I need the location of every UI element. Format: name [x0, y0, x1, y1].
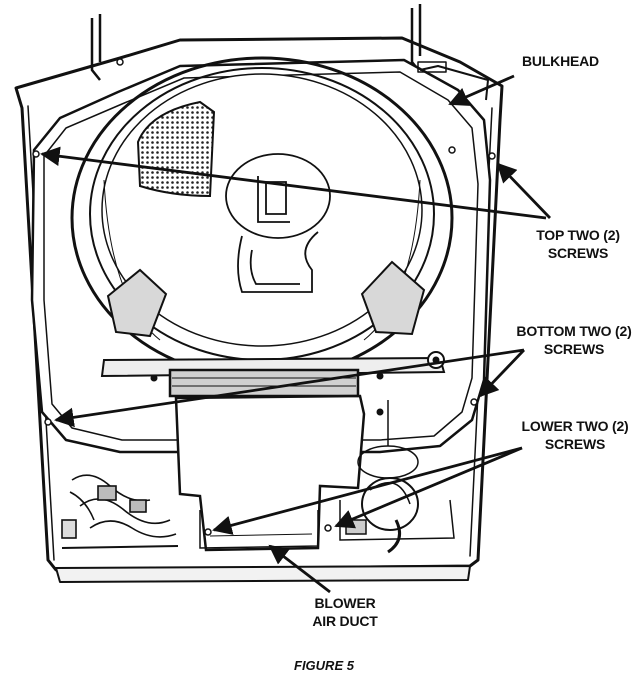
label-blower-line2: AIR DUCT [312, 613, 378, 629]
label-bulkhead-text: BULKHEAD [522, 53, 599, 69]
callout-lower-right [334, 446, 523, 529]
label-top-screws-line1: TOP TWO (2) [536, 227, 620, 243]
drum-baffles [106, 260, 426, 338]
label-blower-air-duct: BLOWER AIR DUCT [300, 594, 390, 630]
callout-bottom-right [478, 349, 526, 398]
callout-bottom-left [54, 348, 525, 428]
label-blower-line1: BLOWER [314, 595, 376, 611]
screw-lower-left [204, 528, 212, 536]
screw-lower-right [324, 524, 332, 532]
screw-bottom-right [470, 398, 478, 406]
label-bottom-screws: BOTTOM TWO (2) SCREWS [508, 322, 640, 358]
screw-bottom-left [44, 418, 52, 426]
callout-top-left [40, 146, 547, 220]
motor-assembly-right [339, 351, 455, 554]
label-lower-screws-line2: SCREWS [544, 436, 606, 452]
label-bulkhead: BULKHEAD [522, 52, 599, 70]
screw-top-right [488, 152, 496, 160]
callout-lines [40, 74, 552, 594]
label-lower-screws: LOWER TWO (2) SCREWS [516, 417, 634, 453]
callout-bulkhead [448, 74, 515, 106]
screw-top-left [32, 150, 40, 158]
label-top-screws: TOP TWO (2) SCREWS [526, 226, 630, 262]
figure-caption: FIGURE 5 [294, 658, 354, 673]
label-lower-screws-line1: LOWER TWO (2) [521, 418, 629, 434]
support-rods [90, 4, 422, 81]
label-bottom-screws-line1: BOTTOM TWO (2) [516, 323, 632, 339]
callout-lower-left [212, 446, 523, 535]
bearing-hub [225, 153, 331, 293]
callout-top-right [496, 162, 552, 219]
lower-housing [100, 356, 446, 398]
blower-air-duct [174, 394, 366, 552]
callout-blower [268, 544, 331, 594]
label-bottom-screws-line2: SCREWS [543, 341, 605, 357]
wiring-harness-left [61, 474, 179, 549]
screw-holes [32, 58, 496, 536]
label-top-screws-line2: SCREWS [547, 245, 609, 261]
